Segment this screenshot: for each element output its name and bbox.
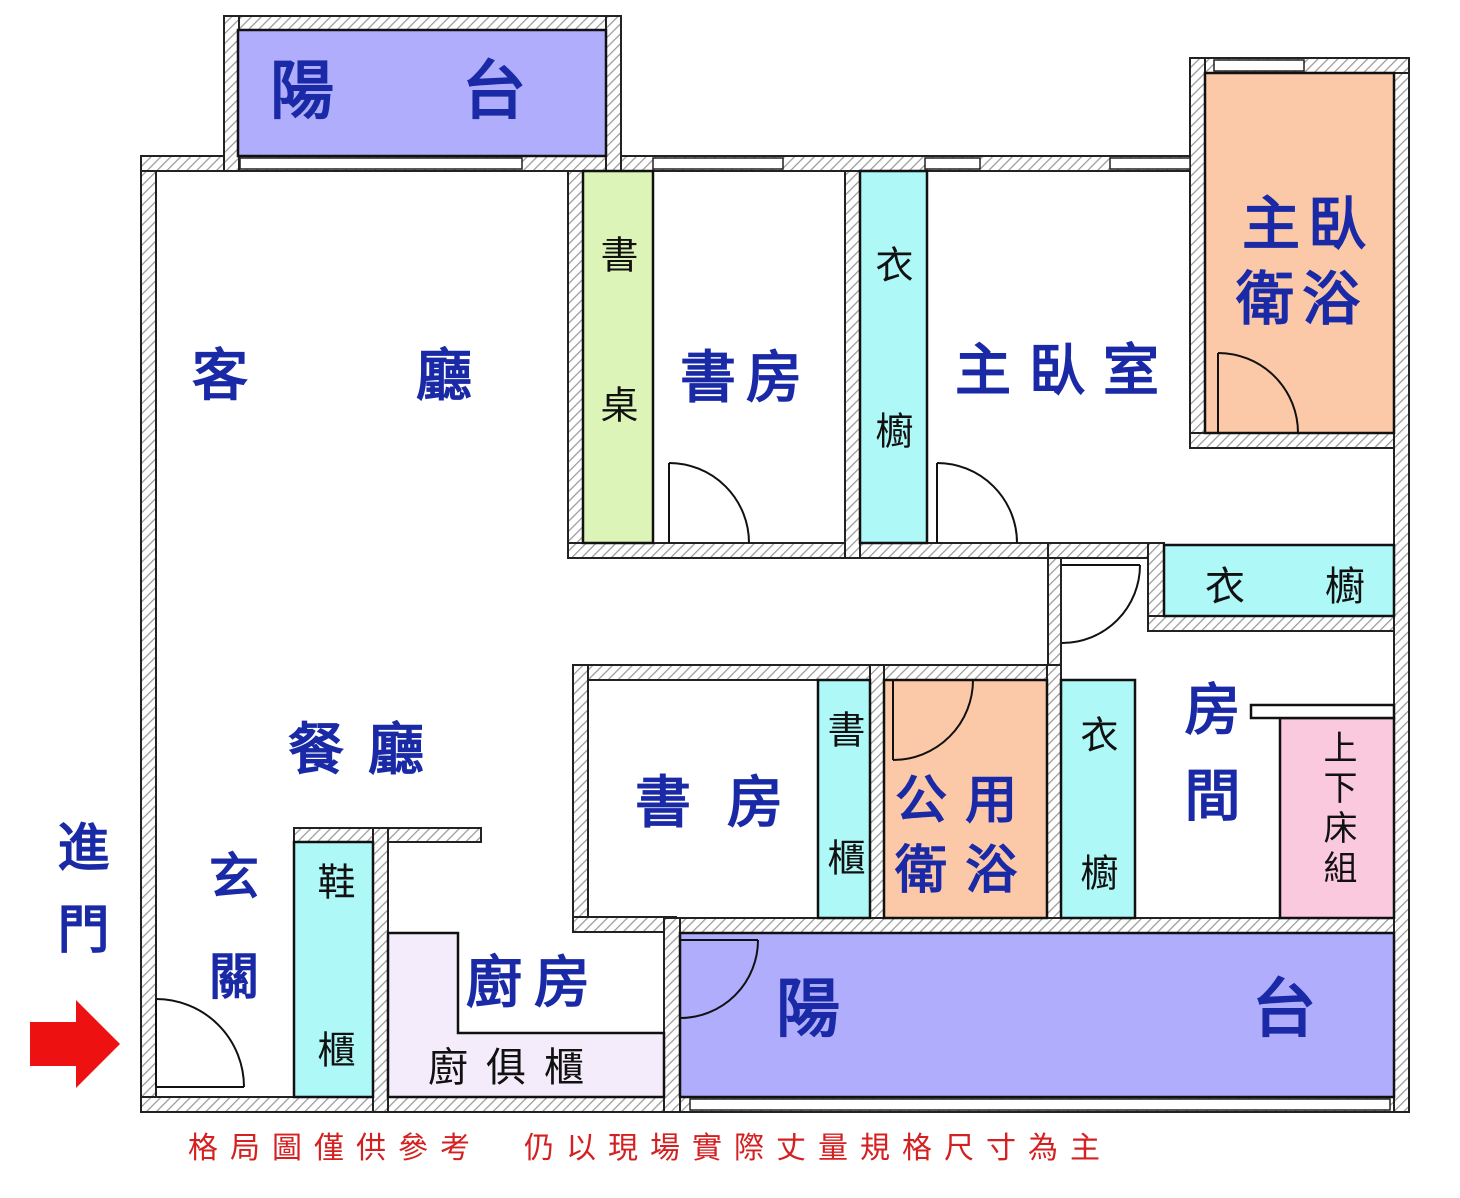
furnishings: [236, 28, 1396, 1099]
wall-study-north-west: [567, 170, 584, 559]
label-master-bath-2: 衛浴: [1236, 265, 1369, 333]
wall-bath-wardrobe-divider: [1046, 664, 1062, 934]
master-bath-fill: [1203, 71, 1396, 435]
window-openings: [239, 59, 1391, 1111]
window-master: [924, 157, 981, 170]
wardrobe-south-fill: [1059, 678, 1137, 920]
window-study-north: [652, 157, 784, 170]
label-balcony-bottom-right: 台: [1252, 972, 1316, 1047]
label-public-bath-1: 公 用: [895, 770, 1018, 831]
balcony-top-fill: [236, 28, 608, 158]
wall-east: [1393, 57, 1410, 1113]
wardrobe-east-fill: [1162, 543, 1396, 618]
public-bath-fill: [882, 678, 1049, 920]
wall-study-south-west: [572, 664, 589, 933]
arrow-right-icon: [30, 1000, 120, 1088]
wall-south-rooms-bottom: [664, 917, 1395, 934]
label-balcony-bottom-left: 陽: [776, 972, 840, 1047]
shoe-cabinet-fill: [292, 840, 375, 1099]
label-study-north: 書房: [680, 345, 812, 411]
label-kitchen-cabinet: 廚俱櫃: [428, 1045, 602, 1091]
label-dining-room: 餐廳: [288, 717, 448, 783]
label-study-desk: 書桌: [594, 235, 638, 535]
label-bookcase: 書櫃: [821, 710, 865, 966]
door-entrance: [155, 998, 245, 1088]
label-living-room: 客 廳: [192, 343, 472, 409]
label-study-south: 書房: [635, 770, 819, 836]
desk-fill: [581, 169, 655, 545]
label-wardrobe-north: 衣櫥: [869, 245, 913, 577]
label-master-bath-1: 主臥: [1242, 190, 1375, 258]
kitchen-cabinet-fill: [386, 931, 666, 1099]
bunk-bed-shelf: [1249, 703, 1396, 720]
wall-wardrobe-east-south: [1147, 615, 1395, 632]
wall-balcony-top-east: [605, 15, 622, 172]
label-entrance: 進門: [48, 820, 109, 984]
footer-note: 格局圖僅供參考 仍以現場實際丈量規格尺寸為主: [188, 1131, 1112, 1166]
wall-shoe-cabinet-east: [372, 827, 389, 1113]
door-public-bath: [892, 679, 974, 761]
wall-west: [140, 155, 157, 1113]
wall-corridor-west: [1047, 557, 1062, 669]
wall-corridor-upper: [1047, 542, 1165, 559]
door-balcony-bottom: [679, 939, 759, 1019]
window-master-2: [1109, 157, 1191, 170]
label-foyer: 玄關: [201, 850, 260, 1050]
label-wardrobe-east: 衣 櫥: [1205, 564, 1365, 610]
label-kitchen: 廚房: [466, 950, 602, 1016]
label-shoe-cabinet: 鞋櫃: [311, 862, 355, 1198]
label-master-bedroom: 主臥室: [955, 338, 1177, 404]
wall-kitchen-east: [663, 917, 681, 1113]
door-bedroom: [1061, 564, 1141, 644]
wall-master-bath-west: [1189, 57, 1206, 449]
bunk-bed-fill: [1278, 716, 1396, 920]
bookcase-fill: [816, 678, 872, 920]
window-balcony-south: [689, 1098, 1391, 1111]
wall-study-south-bottom: [572, 916, 677, 933]
label-balcony-top: 陽 台: [270, 54, 526, 129]
wall-north-rooms-south: [567, 542, 1049, 559]
label-public-bath-2: 衛 浴: [895, 840, 1018, 901]
doors: [155, 352, 1299, 1088]
wall-south-rooms-north: [572, 664, 1062, 681]
label-bunk-bed: 上下床組: [1317, 730, 1357, 890]
label-bedroom: 房間: [1175, 680, 1241, 852]
window-living: [239, 157, 523, 170]
wall-study-master-divider: [844, 170, 861, 559]
door-study-north: [668, 462, 750, 544]
balcony-bottom-fill: [678, 931, 1396, 1099]
wall-master-bath-south: [1189, 432, 1395, 449]
label-wardrobe-south: 衣櫥: [1074, 715, 1118, 991]
door-master-bath: [1217, 352, 1299, 434]
wardrobe-north-fill: [858, 169, 929, 545]
window-master-bath: [1213, 59, 1305, 72]
wall-study-bath-divider: [869, 664, 885, 934]
door-master-bedroom: [936, 462, 1018, 544]
